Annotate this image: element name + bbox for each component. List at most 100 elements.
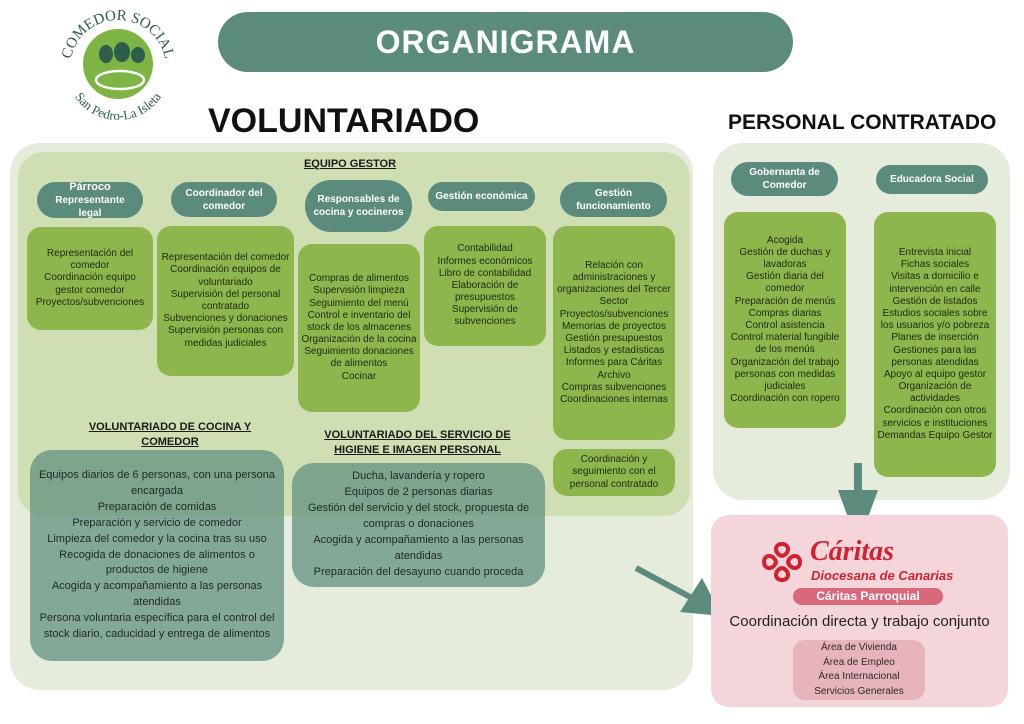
task-item: Supervisión de subvenciones — [451, 304, 519, 328]
caritas-cross-icon — [761, 541, 803, 583]
area-item: Área de Vivienda — [821, 642, 897, 653]
voluntariado-heading: VOLUNTARIADO — [208, 102, 480, 140]
task-item: Supervisión personas con medidas judicia… — [167, 325, 284, 349]
role-label: Párroco — [69, 180, 111, 193]
role-label: Responsables de cocina y cocineros — [313, 194, 404, 218]
box-text: Coordinación y seguimiento con el person… — [569, 454, 659, 490]
task-item: Coordinaciones internas — [560, 393, 668, 405]
task-item: Proyectos/subvenciones — [35, 296, 145, 308]
task-item: Control material fungible de los menús — [730, 332, 840, 356]
task-item: Preparación y servicio de comedor — [72, 516, 242, 529]
task-item: Gestión diaria del comedor — [746, 271, 824, 295]
vol-cocina-title: VOLUNTARIADO DE COCINA Y COMEDOR — [88, 421, 252, 448]
role-coordinador: Coordinador del comedor — [171, 182, 277, 217]
task-item: Compras diarias — [748, 307, 822, 319]
caritas-diocese: Diocesana de Canarias — [811, 568, 954, 583]
task-item: Proyectos/subvenciones — [559, 308, 669, 320]
caritas-coordination: Coordinación directa y trabajo conjunto — [729, 613, 990, 630]
role-label: Educadora Social — [890, 174, 974, 185]
caritas-name: Cáritas — [810, 536, 895, 567]
task-item: Acogida y acompañamiento a las personas … — [51, 580, 263, 609]
role-responsables-cocina: Responsables de cocina y cocineros — [305, 180, 412, 232]
task-item: Acogida y acompañamiento a las personas … — [313, 533, 524, 562]
task-item: Coordinación equipos de voluntariado — [170, 264, 281, 288]
vol-higiene-title: VOLUNTARIADO DEL SERVICIO DE HIGIENE E I… — [324, 429, 511, 456]
task-item: Preparación de menús — [734, 295, 836, 307]
task-item: Supervisión del personal contratado — [170, 288, 281, 312]
task-item: Planes de inserción — [891, 332, 979, 344]
task-item: Equipos de 2 personas diarias — [344, 486, 493, 499]
role-label: Gestión económica — [435, 191, 528, 202]
task-item: Control e inventario del stock de los al… — [307, 309, 411, 333]
task-item: Supervisión limpieza — [313, 285, 405, 297]
task-item: Gestiones para las personas atendidas — [891, 344, 979, 368]
task-item: Compras subvenciones — [561, 381, 667, 393]
area-item: Servicios Generales — [814, 685, 904, 697]
task-item: Visitas a domicilio e intervención en ca… — [889, 271, 981, 295]
tasks-gestion-funcionamiento: Relación con administraciones y organiza… — [553, 226, 675, 440]
role-label: Gobernanta de Comedor — [749, 167, 820, 191]
task-item: Informes para Cáritas — [565, 357, 663, 369]
logo: COMEDOR SOCIAL San Pedro-La Isleta — [48, 2, 188, 123]
task-item: Gestión presupuestos — [565, 333, 663, 344]
task-item: Gestión del servicio y del stock, propue… — [307, 502, 530, 531]
task-item: Seguimiento donaciones de alimentos — [304, 346, 414, 370]
task-item: Compras de alimentos — [308, 273, 410, 285]
task-item: Ducha, lavandería y ropero — [352, 470, 485, 483]
task-item: Control asistencia — [745, 320, 825, 331]
task-item: Demandas Equipo Gestor — [877, 429, 993, 441]
task-item: Equipos diarios de 6 personas, con una p… — [38, 468, 276, 497]
task-item: Preparación del desayuno cuando proceda — [313, 565, 524, 578]
task-item: Elaboración de presupuestos — [451, 279, 519, 304]
task-item: Libro de contabilidad — [438, 267, 532, 279]
role-gestion-economica: Gestión económica — [428, 182, 535, 211]
task-item: Gestión de duchas y lavadoras — [739, 246, 831, 271]
task-item: Subvenciones y donaciones — [163, 313, 288, 325]
task-item: Organización del trabajo personas con me… — [730, 356, 840, 392]
task-item: Organización de actividades — [898, 381, 972, 405]
task-item: Contabilidad — [457, 243, 513, 255]
role-sublabel: Representante legal — [55, 195, 125, 220]
equipo-gestor-title: EQUIPO GESTOR — [303, 158, 397, 170]
task-item: Entrevista inicial — [898, 247, 972, 258]
page-title: ORGANIGRAMA — [218, 12, 793, 72]
task-item: Listados y estadísticas — [563, 345, 665, 357]
task-item: Representación del comedor — [46, 248, 134, 272]
caritas-areas: Área de Vivienda Área de Empleo Área Int… — [793, 640, 925, 700]
task-item: Representación del comedor — [161, 252, 290, 264]
role-label: Gestión funcionamiento — [576, 187, 651, 212]
task-item: Relación con administraciones y organiza… — [557, 259, 671, 308]
task-item: Estudios sociales sobre los usuarios y/o… — [880, 307, 990, 332]
coordinacion-personal-box: Coordinación y seguimiento con el person… — [553, 449, 675, 496]
role-educadora: Educadora Social — [876, 165, 988, 194]
role-gestion-funcionamiento: Gestión funcionamiento — [560, 182, 667, 217]
task-item: Coordinación con otros servicios e insti… — [882, 405, 988, 429]
caritas-badge: Cáritas Parroquial — [793, 588, 943, 605]
task-item: Fichas sociales — [900, 259, 970, 271]
task-item: Apoyo al equipo gestor — [883, 368, 987, 380]
task-item: Preparación de comidas — [97, 500, 217, 513]
role-label: Coordinador del comedor — [185, 187, 263, 212]
task-item: Acogida — [766, 234, 804, 246]
task-item: Organización de la cocina — [301, 334, 417, 346]
task-item: Coordinación con ropero — [730, 393, 840, 405]
task-item: Recogida de donaciones de alimentos o pr… — [59, 548, 255, 577]
task-item: Memorias de proyectos — [562, 320, 666, 332]
arrow-diagonal-icon — [634, 565, 722, 616]
task-item: Gestión de listados — [892, 295, 978, 307]
area-item: Área de Empleo — [823, 656, 895, 668]
task-item: Seguimiento del menú — [309, 297, 409, 309]
task-item: Archivo — [597, 369, 631, 381]
task-item: Limpieza del comedor y la cocina tras su… — [47, 532, 267, 545]
vol-cocina-box: Equipos diarios de 6 personas, con una p… — [30, 450, 284, 661]
task-item: Persona voluntaria específica para el co… — [39, 612, 275, 641]
task-item: Informes económicos — [437, 255, 533, 267]
task-item: Cocinar — [341, 370, 377, 382]
area-item: Área Internacional — [818, 671, 900, 682]
